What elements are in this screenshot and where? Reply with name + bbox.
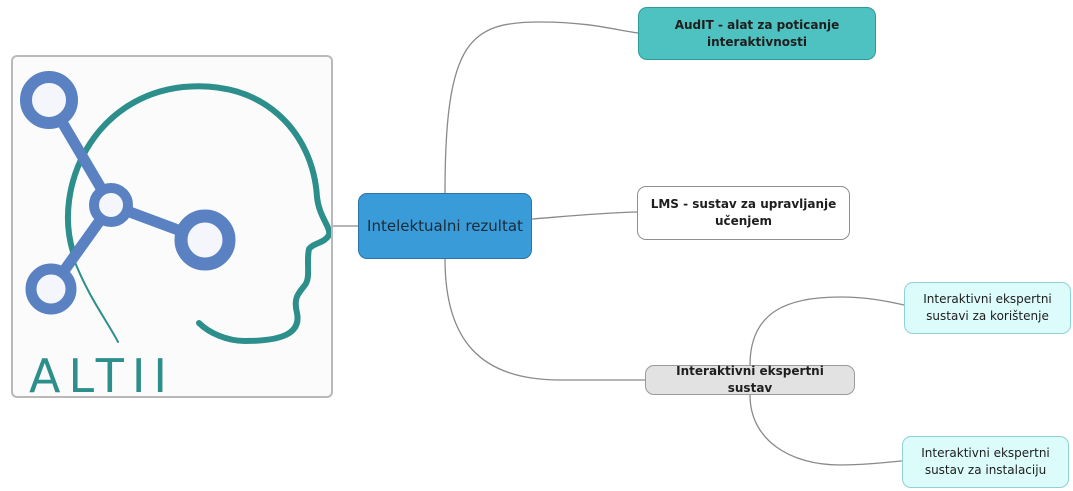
node-expert-system[interactable]: Interaktivni ekspertni sustav: [645, 364, 855, 395]
connector-root-ies: [444, 258, 645, 381]
head-profile-outline: [64, 83, 331, 345]
logo-wordmark: ALTII: [29, 357, 175, 395]
connector-root-lms: [531, 211, 638, 220]
altii-logo: ALTII: [11, 55, 333, 398]
network-node-center: [89, 183, 133, 227]
connector-root-audit: [444, 21, 639, 194]
node-expert-system-use[interactable]: Interaktivni ekspertni sustavi za korišt…: [904, 282, 1071, 334]
network-node-top: [20, 71, 78, 129]
connector-ies-use: [749, 296, 905, 366]
node-root[interactable]: Intelektualni rezultat: [358, 193, 532, 259]
head-network-icon: [20, 71, 331, 345]
node-expert-system-install[interactable]: Interaktivni ekspertni sustav za instala…: [902, 436, 1069, 488]
node-lms[interactable]: LMS - sustav za upravljanje učenjem: [637, 186, 850, 240]
network-node-right: [174, 209, 236, 271]
network-node-bottom: [25, 263, 77, 315]
connector-ies-inst: [749, 394, 903, 466]
node-audit[interactable]: AudIT - alat za poticanje interaktivnost…: [638, 7, 876, 60]
head-inner-curve: [72, 256, 119, 343]
